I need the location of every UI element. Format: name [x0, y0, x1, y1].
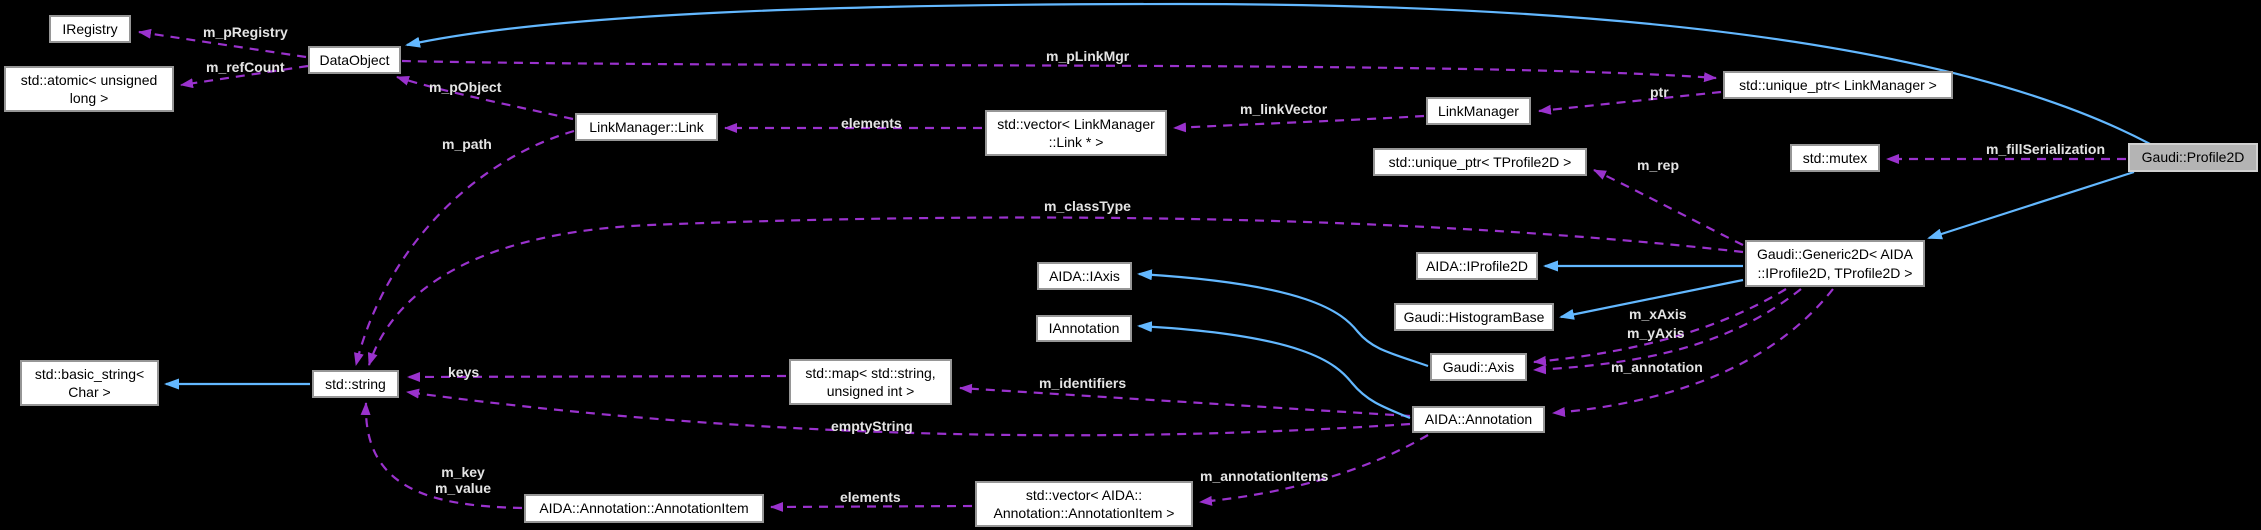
edge-label-elements-annotationitems: elements — [840, 489, 901, 505]
node-std-mutex[interactable]: std::mutex — [1790, 144, 1880, 172]
edge-label-m-key-m-value: m_key m_value — [434, 464, 492, 497]
node-gaudi-profile2d[interactable]: Gaudi::Profile2D — [2128, 143, 2258, 172]
edge-label-m-yaxis: m_yAxis — [1627, 325, 1685, 341]
edge-m-refcount — [180, 64, 309, 89]
edge-label-m-fillserialization: m_fillSerialization — [1986, 141, 2106, 157]
edge-inherit-generic2d-histogrambase — [1559, 278, 1744, 320]
edge-label-emptystring: emptyString — [831, 418, 913, 434]
edge-label-m-rep: m_rep — [1637, 157, 1680, 173]
node-std-string[interactable]: std::string — [312, 370, 399, 398]
edge-label-keys: keys — [448, 364, 480, 380]
node-std-unique-ptr-tprofile2d[interactable]: std::unique_ptr< TProfile2D > — [1373, 148, 1587, 176]
edge-m-linkvector — [1173, 114, 1425, 133]
node-iannotation[interactable]: IAnnotation — [1036, 315, 1132, 342]
edge-m-identifiers — [959, 383, 1411, 418]
edge-m-xaxis — [1533, 288, 1787, 366]
edge-m-key-m-value — [360, 402, 523, 510]
edge-inherit-profile2d-dataobject — [405, 2, 2151, 145]
edge-label-m-pobject: m_pObject — [429, 79, 502, 95]
edge-m-pregistry — [138, 28, 307, 59]
edge-m-annotation — [1552, 288, 1834, 417]
edge-label-m-xaxis: m_xAxis — [1629, 306, 1687, 322]
edge-label-m-refcount: m_refCount — [206, 59, 285, 75]
edge-label-m-linkvector: m_linkVector — [1240, 101, 1328, 117]
edge-m-annotationitems — [1199, 434, 1429, 506]
edge-label-m-annotation: m_annotation — [1611, 359, 1703, 375]
edge-label-m-annotationitems: m_annotationItems — [1200, 468, 1329, 484]
edge-m-path — [354, 129, 575, 366]
edge-label-m-pregistry: m_pRegistry — [203, 24, 288, 40]
node-aida-iprofile2d[interactable]: AIDA::IProfile2D — [1416, 252, 1538, 280]
edge-m-pobject — [396, 75, 574, 121]
edge-m-yaxis — [1533, 288, 1802, 375]
node-std-basic-string-char[interactable]: std::basic_string< Char > — [20, 360, 159, 406]
node-std-map-string-uint[interactable]: std::map< std::string, unsigned int > — [789, 359, 952, 405]
node-aida-annotation-annotationitem[interactable]: AIDA::Annotation::AnnotationItem — [524, 494, 764, 523]
edge-m-classtype — [367, 216, 1744, 366]
node-gaudi-generic2d[interactable]: Gaudi::Generic2D< AIDA ::IProfile2D, TPr… — [1745, 240, 1925, 287]
node-std-vector-linkmanager-link[interactable]: std::vector< LinkManager ::Link * > — [985, 110, 1167, 156]
node-linkmanager-link[interactable]: LinkManager::Link — [575, 113, 718, 141]
node-std-atomic-unsigned-long[interactable]: std::atomic< unsigned long > — [4, 66, 174, 112]
edge-m-plinkmgr — [401, 59, 1717, 83]
node-gaudi-histogrambase[interactable]: Gaudi::HistogramBase — [1394, 303, 1554, 331]
node-gaudi-axis[interactable]: Gaudi::Axis — [1430, 353, 1527, 381]
edge-label-ptr: ptr — [1650, 84, 1669, 100]
edge-label-m-plinkmgr: m_pLinkMgr — [1046, 48, 1130, 64]
edge-m-rep — [1593, 169, 1744, 246]
edge-elements-annotationitems — [770, 501, 973, 512]
edge-inherit-annotation-iannotation — [1137, 321, 1411, 420]
edge-label-elements-links: elements — [841, 115, 902, 131]
node-linkmanager[interactable]: LinkManager — [1426, 97, 1531, 125]
edge-inherit-axis-iaxis — [1137, 269, 1429, 368]
node-std-vector-annotationitem[interactable]: std::vector< AIDA:: Annotation::Annotati… — [975, 481, 1193, 527]
edge-emptystring — [406, 388, 1411, 437]
edge-label-m-classtype: m_classType — [1044, 198, 1131, 214]
edge-label-m-path: m_path — [442, 136, 492, 152]
edge-inherit-profile2d-generic2d — [1927, 170, 2135, 240]
node-aida-annotation[interactable]: AIDA::Annotation — [1412, 406, 1545, 433]
node-iregistry[interactable]: IRegistry — [49, 15, 131, 43]
node-dataobject[interactable]: DataObject — [308, 46, 401, 74]
edge-ptr — [1538, 90, 1722, 115]
node-std-unique-ptr-linkmanager[interactable]: std::unique_ptr< LinkManager > — [1723, 71, 1953, 99]
edge-label-m-identifiers: m_identifiers — [1039, 375, 1127, 391]
node-aida-iaxis[interactable]: AIDA::IAxis — [1037, 262, 1132, 290]
